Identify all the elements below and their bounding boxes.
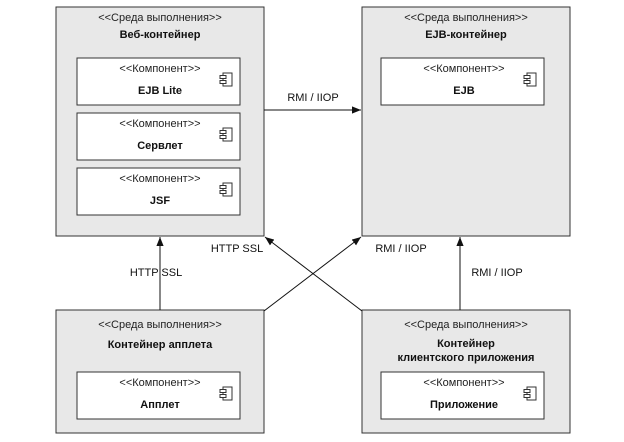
component-icon xyxy=(219,127,233,142)
component-stereotype: <<Компонент>> xyxy=(423,63,504,75)
connection-client-to-ejb: RMI / IIOP xyxy=(456,237,523,310)
ejb-container-title: EJB-контейнер xyxy=(425,29,507,41)
client-container-stereotype: <<Среда выполнения>> xyxy=(404,319,528,331)
component-jsf: <<Компонент>> JSF xyxy=(76,167,241,216)
component-ejb: <<Компонент>> EJB xyxy=(380,57,545,106)
connection-applet-to-ejb xyxy=(263,236,362,312)
component-stereotype: <<Компонент>> xyxy=(119,63,200,75)
web-container-title: Веб-контейнер xyxy=(120,29,201,41)
client-container-node: <<Среда выполнения>> Контейнер клиентско… xyxy=(361,309,571,434)
connection-label: HTTP SSL xyxy=(130,267,182,279)
component-applet: <<Компонент>> Апплет xyxy=(76,371,241,420)
component-icon xyxy=(219,386,233,401)
ejb-container-stereotype: <<Среда выполнения>> xyxy=(404,12,528,24)
connection-label-client-to-web: HTTP SSL xyxy=(211,243,263,255)
component-name: Апплет xyxy=(140,399,180,411)
component-stereotype: <<Компонент>> xyxy=(119,377,200,389)
component-servlet: <<Компонент>> Сервлет xyxy=(76,112,241,161)
client-container-title-line1: Контейнер xyxy=(437,338,495,350)
component-stereotype: <<Компонент>> xyxy=(423,377,504,389)
component-ejb-lite: <<Компонент>> EJB Lite xyxy=(76,57,241,106)
connection-label: RMI / IIOP xyxy=(471,267,522,279)
ejb-container-node: <<Среда выполнения>> EJB-контейнер <<Ком… xyxy=(361,6,571,237)
applet-container-node: <<Среда выполнения>> Контейнер апплета <… xyxy=(55,309,265,434)
component-application: <<Компонент>> Приложение xyxy=(380,371,545,420)
connection-label: RMI / IIOP xyxy=(287,92,338,104)
component-icon xyxy=(219,182,233,197)
component-name: Сервлет xyxy=(137,140,183,152)
component-stereotype: <<Компонент>> xyxy=(119,173,200,185)
component-stereotype: <<Компонент>> xyxy=(119,118,200,130)
connection-applet-to-web: HTTP SSL xyxy=(130,237,182,310)
component-icon xyxy=(523,386,537,401)
component-icon xyxy=(523,72,537,87)
applet-container-stereotype: <<Среда выполнения>> xyxy=(98,319,222,331)
component-name: EJB xyxy=(453,85,474,97)
component-icon xyxy=(219,72,233,87)
connection-label-applet-to-ejb: RMI / IIOP xyxy=(375,243,426,255)
client-container-title-line2: клиентского приложения xyxy=(398,352,535,364)
connection-client-to-web xyxy=(264,236,363,312)
component-name: Приложение xyxy=(430,399,498,411)
web-container-stereotype: <<Среда выполнения>> xyxy=(98,12,222,24)
applet-container-title: Контейнер апплета xyxy=(108,339,213,351)
connection-web-to-ejb: RMI / IIOP xyxy=(264,92,361,114)
web-container-node: <<Среда выполнения>> Веб-контейнер <<Ком… xyxy=(55,6,265,237)
component-name: JSF xyxy=(150,195,170,207)
component-name: EJB Lite xyxy=(138,85,182,97)
